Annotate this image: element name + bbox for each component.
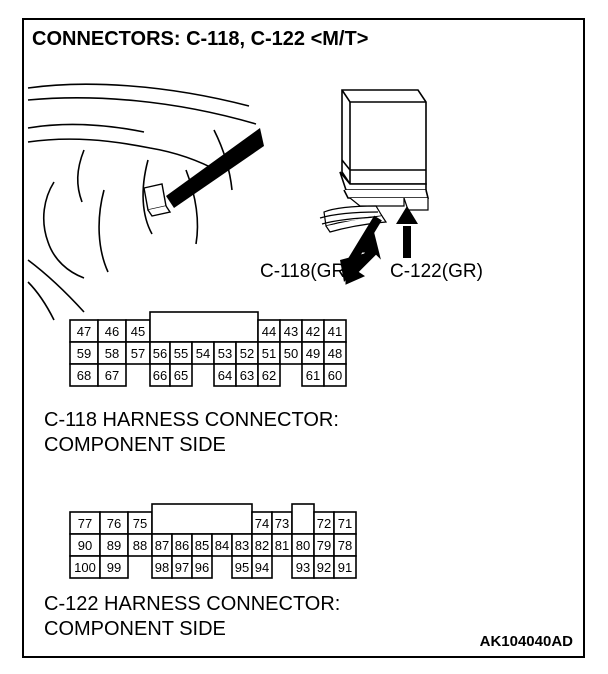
c118-pin-number: 45: [131, 324, 145, 339]
c122-pin-number: 87: [155, 538, 169, 553]
c122-pin-number: 76: [107, 516, 121, 531]
c118-pin-number: 43: [284, 324, 298, 339]
c122-pin-number: 99: [107, 560, 121, 575]
c122-pin-number: 94: [255, 560, 269, 575]
c122-pin-number: 89: [107, 538, 121, 553]
c118-pin-number: 50: [284, 346, 298, 361]
c122-pin-number: 84: [215, 538, 229, 553]
c122-pin-number: 78: [338, 538, 352, 553]
dashboard-drawing: [27, 83, 257, 321]
c118-pin-number: 57: [131, 346, 145, 361]
c118-pin-number: 68: [77, 368, 91, 383]
c122-pin-number: 77: [78, 516, 92, 531]
c122-pin-number: 86: [175, 538, 189, 553]
c122-pin-number: 85: [195, 538, 209, 553]
c118-pin-number: 67: [105, 368, 119, 383]
diagram-frame: CONNECTORS: C-118, C-122 <M/T>: [22, 18, 585, 658]
c118-pin-number: 52: [240, 346, 254, 361]
c118-pin-number: 44: [262, 324, 276, 339]
arrow-c118-head: [340, 252, 370, 282]
pointer-wedge: [166, 128, 264, 208]
c122-pin-number: 90: [78, 538, 92, 553]
location-illustration: [27, 83, 430, 321]
c122-pin-number: 75: [133, 516, 147, 531]
c122-pin-number: 97: [175, 560, 189, 575]
c118-pin-number: 51: [262, 346, 276, 361]
c122-pin-cell: [333, 555, 357, 579]
c122-pin-cell: [99, 555, 129, 579]
c118-pin-number: 63: [240, 368, 254, 383]
c118-pin-cell: [323, 363, 347, 387]
c122-pin-number: 80: [296, 538, 310, 553]
page-title: CONNECTORS: C-118, C-122 <M/T>: [32, 28, 369, 50]
c118-pin-number: 47: [77, 324, 91, 339]
c118-pin-number: 64: [218, 368, 232, 383]
c118-pin-number: 42: [306, 324, 320, 339]
c122-pin-number: 95: [235, 560, 249, 575]
c122-caption-line2: COMPONENT SIDE: [44, 618, 226, 640]
c118-pin-number: 59: [77, 346, 91, 361]
c118-caption-line2: COMPONENT SIDE: [44, 434, 226, 456]
c122-pin-number: 73: [275, 516, 289, 531]
c118-pin-number: 48: [328, 346, 342, 361]
c122-pin-number: 88: [133, 538, 147, 553]
c122-pin-cell: [191, 555, 213, 579]
c118-pin-number: 60: [328, 368, 342, 383]
c118-pin-number: 58: [105, 346, 119, 361]
c122-pin-number: 82: [255, 538, 269, 553]
c122-pin-number: 72: [317, 516, 331, 531]
c118-pin-cell: [257, 363, 281, 387]
c122-pin-number: 83: [235, 538, 249, 553]
c118-pin-number: 41: [328, 324, 342, 339]
c118-pin-number: 55: [174, 346, 188, 361]
c118-pin-number: 61: [306, 368, 320, 383]
c122-connector-grid: 77 76 75 74 73 72 71 90 89 88 87 86 85 84 83 82 81 80 79 78…: [69, 503, 357, 579]
c118-pin-number: 65: [174, 368, 188, 383]
c122-caption-line1: C-122 HARNESS CONNECTOR:: [44, 593, 341, 615]
c118-pin-number: 62: [262, 368, 276, 383]
dash-connector-block: [143, 183, 172, 217]
c122-pin-cell: [251, 555, 273, 579]
c122-illustration-label: C-122(GR): [390, 261, 483, 282]
c122-pin-number: 100: [74, 560, 96, 575]
c118-pin-number: 54: [196, 346, 210, 361]
figure-code: AK104040AD: [479, 633, 573, 650]
c118-pin-number: 49: [306, 346, 320, 361]
c122-pin-number: 98: [155, 560, 169, 575]
c122-key-slot: [291, 503, 315, 535]
c122-pin-number: 79: [317, 538, 331, 553]
c118-pin-number: 46: [105, 324, 119, 339]
c118-connector-grid: 47 46 45 44 43 42 41 59 58 57 56 55 54 53 52 51 50 49 48 68…: [69, 311, 347, 387]
c118-pin-cell: [169, 363, 193, 387]
c118-pin-number: 53: [218, 346, 232, 361]
c122-pin-number: 81: [275, 538, 289, 553]
c118-key-slot: [149, 311, 259, 343]
c118-pin-number: 66: [153, 368, 167, 383]
c122-pin-number: 91: [338, 560, 352, 575]
c122-pin-number: 96: [195, 560, 209, 575]
c122-key-slot: [151, 503, 253, 535]
c122-pin-number: 71: [338, 516, 352, 531]
c122-pin-number: 92: [317, 560, 331, 575]
c118-pin-cell: [97, 363, 127, 387]
c118-caption-line1: C-118 HARNESS CONNECTOR:: [44, 409, 339, 431]
c122-pin-number: 74: [255, 516, 269, 531]
arrow-c122-head: [396, 206, 418, 224]
c118-pin-number: 56: [153, 346, 167, 361]
c122-pin-number: 93: [296, 560, 310, 575]
c118-illustration-label: C-118(GR): [260, 261, 352, 282]
